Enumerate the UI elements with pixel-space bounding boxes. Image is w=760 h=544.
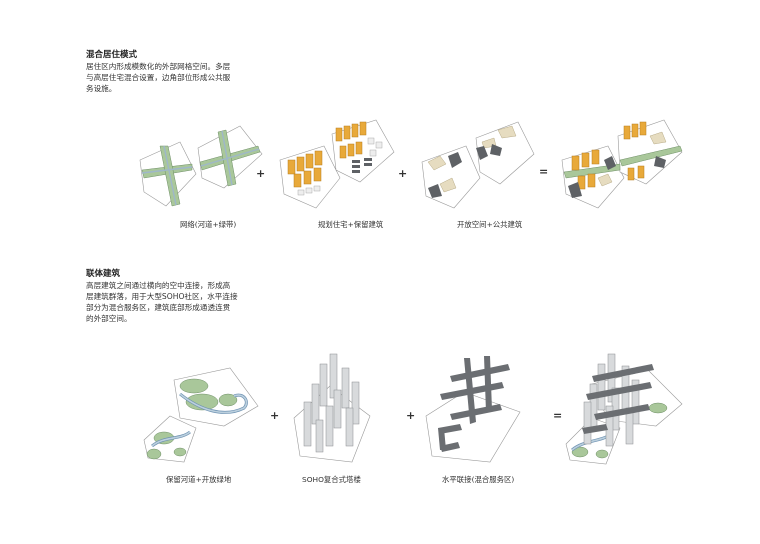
green-lawns (146, 378, 238, 460)
tower-shafts (303, 353, 360, 453)
section-2-title: 联体建筑 (86, 269, 121, 279)
operator-equals-1: = (539, 165, 549, 178)
fig-mixed-residential-result (561, 119, 683, 209)
fig-open-space-public (421, 121, 535, 209)
section-2-desc-line-1: 高层建筑之间通过横向的空中连接，形成高 (86, 281, 231, 290)
operator-plus-2: + (398, 167, 408, 180)
fig-linked-towers-result (565, 353, 683, 465)
operator-equals-2: = (553, 409, 563, 422)
parcel-left (139, 141, 197, 207)
operator-plus-1: + (256, 167, 266, 180)
section-1-description: 居住区内形成模数化的外部网格空间。多层 与高层住宅混合设置，边角部位形成公共服 … (86, 61, 230, 94)
fig-river-open-green (143, 367, 259, 463)
public-buildings (428, 144, 502, 198)
section-1-title: 混合居住模式 (86, 50, 138, 60)
grey-blocks (352, 158, 372, 173)
open-space-patches (427, 125, 517, 193)
fig-network-river-greenbelt (139, 125, 263, 207)
planned-housing-blocks (287, 121, 367, 188)
caption-network: 网络(河道+绿带) (180, 220, 237, 229)
caption-horizontal-links: 水平联接(混合服务区) (442, 475, 515, 484)
fig-planned-housing-retained (279, 119, 395, 209)
operator-plus-3: + (270, 409, 280, 422)
operator-plus-4: + (406, 409, 416, 422)
section-2-desc-line-2: 层建筑群落，用于大型SOHO社区，水平连接 (86, 292, 238, 301)
caption-river-green: 保留河道+开放绿地 (166, 475, 232, 484)
section-1-desc-line-1: 居住区内形成模数化的外部网格空间。多层 (86, 62, 231, 71)
caption-soho-towers: SOHO复合式塔楼 (302, 475, 361, 484)
section-1-desc-line-3: 务设施。 (86, 84, 117, 93)
parcel-right (197, 125, 263, 189)
fig-horizontal-links (425, 356, 521, 463)
caption-housing: 规划住宅+保留建筑 (318, 220, 384, 229)
fig-soho-towers (293, 353, 371, 463)
retained-buildings (297, 137, 383, 196)
section-1-desc-line-2: 与高层住宅混合设置，边角部位形成公共服 (86, 73, 231, 82)
sky-bridges (438, 356, 510, 452)
section-2-desc-line-3: 部分为混合服务区，建筑底部形成通透连贯 (86, 303, 231, 312)
section-2-desc-line-4: 的外部空间。 (86, 314, 132, 323)
section-2-description: 高层建筑之间通过横向的空中连接，形成高 层建筑群落，用于大型SOHO社区，水平连… (86, 280, 238, 324)
caption-open-space: 开放空间+公共建筑 (457, 220, 523, 229)
